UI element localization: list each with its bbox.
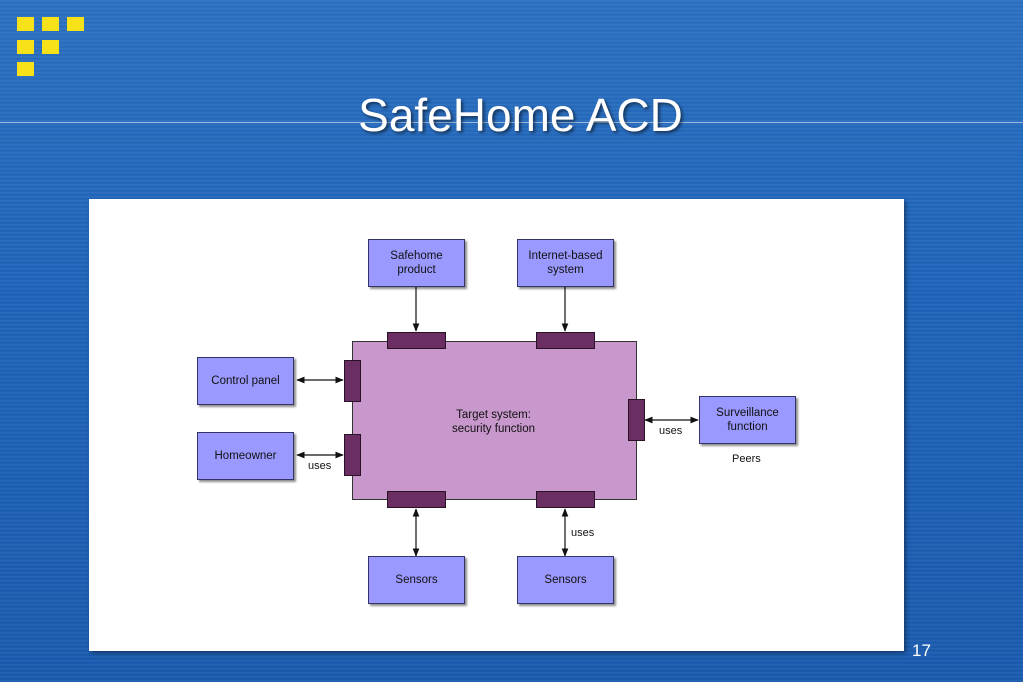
uses-label-sensors: uses <box>571 527 595 539</box>
sensors-box-2: Sensors <box>517 556 614 604</box>
title-rule <box>0 122 1023 123</box>
port-left-upper <box>344 360 361 402</box>
target-system-label: Target system: security function <box>451 409 536 435</box>
page-number: 17 <box>912 641 931 660</box>
port-right <box>628 399 645 441</box>
port-left-lower <box>344 434 361 476</box>
target-system-box <box>352 341 637 500</box>
diagram-panel: Safehome product Internet-based system T… <box>89 199 904 651</box>
slide-title: SafeHome ACD <box>358 89 683 141</box>
surveillance-function-box: Surveillance function <box>699 396 796 444</box>
port-bottom-left <box>387 491 446 508</box>
sensors-box-1: Sensors <box>368 556 465 604</box>
port-top-right <box>536 332 595 349</box>
port-bottom-right <box>536 491 595 508</box>
peers-label: Peers <box>732 453 761 465</box>
homeowner-box: Homeowner <box>197 432 294 480</box>
uses-label-surveillance: uses <box>659 425 683 437</box>
connector-arrows <box>296 287 699 557</box>
safehome-product-box: Safehome product <box>368 239 465 287</box>
control-panel-box: Control panel <box>197 357 294 405</box>
uses-label-homeowner: uses <box>308 460 332 472</box>
internet-based-system-box: Internet-based system <box>517 239 614 287</box>
logo-squares-icon <box>0 0 90 80</box>
port-top-left <box>387 332 446 349</box>
